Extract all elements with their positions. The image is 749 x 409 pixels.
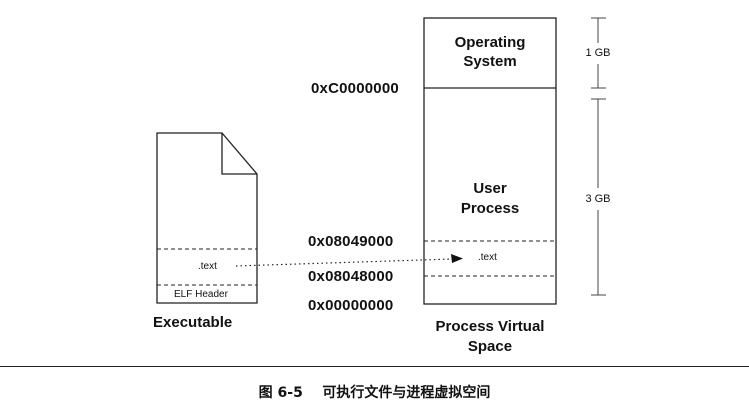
os-region-label: Operating System (454, 34, 526, 70)
address-kernel-boundary: 0xC0000000 (311, 80, 399, 97)
mapping-arrow-line (235, 258, 453, 267)
process-space-caption: Process Virtual Space (435, 318, 545, 355)
mapping-arrowhead (451, 254, 463, 263)
user-size-label: 3 GB (585, 193, 611, 205)
executable-caption: Executable (153, 314, 233, 331)
address-null: 0x00000000 (308, 297, 394, 314)
figure-caption: 图 6-5 可执行文件与进程虚拟空间 (258, 385, 491, 401)
executable-file-outline (156, 132, 258, 304)
process-space-box (423, 17, 557, 305)
file-dog-ear (221, 133, 257, 175)
address-text-top: 0x08049000 (308, 233, 394, 250)
executable-text-section-label: .text (198, 261, 217, 272)
os-size-label: 1 GB (585, 47, 611, 59)
caption-divider (0, 366, 749, 367)
elf-header-label: ELF Header (174, 289, 228, 300)
user-process-region-label: User Process (460, 180, 520, 217)
process-text-section-label: .text (478, 252, 497, 263)
address-text-base: 0x08048000 (308, 268, 394, 285)
